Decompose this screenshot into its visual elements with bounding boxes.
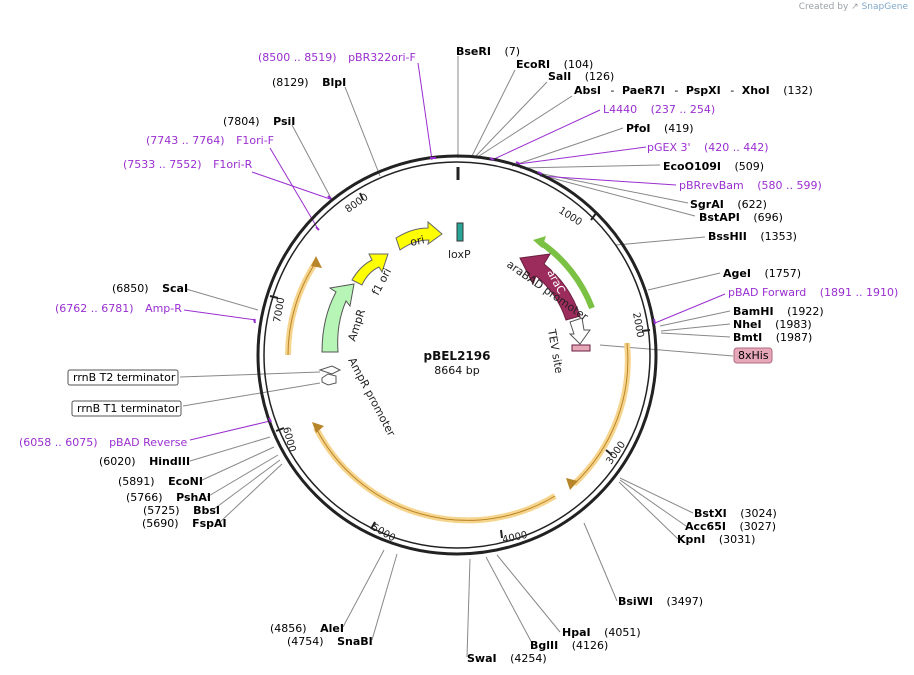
primer-labels: (8500 .. 8519) pBR322ori-F L4440 (237 ..… [19,51,898,449]
enzyme-ecori[interactable]: EcoRI (104) [516,58,593,71]
ampr-arrow [321,283,355,353]
enzyme-bbsi[interactable]: (5725) BbsI [143,504,220,517]
f1-ori-arrow [351,253,389,286]
enzyme-sgrai[interactable]: SgrAI (622) [690,198,767,211]
enzyme-kpni[interactable]: KpnI (3031) [677,533,755,546]
enzyme-labels: BseRI (7) EcoRI (104) SalI (126) AbsI - … [99,45,824,665]
tev-site-mark [571,344,591,352]
tick-label-4000: 4000 [501,530,528,546]
enzyme-blpi[interactable]: (8129) BlpI [272,76,346,89]
enzyme-bsiwi[interactable]: BsiWI (3497) [618,595,703,608]
primer-pbad-forward[interactable]: pBAD Forward (1891 .. 1910) [728,286,898,299]
enzyme-pfoi[interactable]: PfoI (419) [626,122,694,135]
loxp-mark [456,222,464,242]
ampr-label: AmpR [345,307,368,343]
enzyme-bglii[interactable]: BglII (4126) [530,639,608,652]
credit-brand: SnapGene [861,2,908,12]
tick-label-7000: 7000 [272,297,287,324]
ampr-promoter-arrow [321,373,337,386]
primer-pbad-reverse[interactable]: (6058 .. 6075) pBAD Reverse [19,436,188,449]
snapgene-credit: Created by ↗ SnapGene [799,2,908,12]
enzyme-bamhi[interactable]: BamHI (1922) [733,305,824,318]
primer-f1ori-f[interactable]: (7743 .. 7764) F1ori-F [146,134,274,147]
enzyme-absi-group[interactable]: AbsI - PaeR7I - PspXI - XhoI (132) [574,84,813,97]
plasmid-backbone [256,154,658,556]
arac-green-arrowhead [533,236,546,248]
enzyme-swai[interactable]: SwaI (4254) [467,652,547,665]
arac-arrow [519,253,581,321]
rrnb-t2-terminator-label[interactable]: rrnB T2 terminator [73,371,176,384]
primer-l4440[interactable]: L4440 (237 .. 254) [603,103,715,116]
boxed-feature-labels: rrnB T2 terminator rrnB T1 terminator 8x… [67,347,773,417]
snapgene-logo-icon: ↗ [851,2,859,12]
enzyme-ecoo109i[interactable]: EcoO109I (509) [663,160,764,173]
tev-site-label: TEV site [545,327,566,374]
arac-green-highlight [538,239,595,310]
primer-amp-r[interactable]: (6762 .. 6781) Amp-R [55,302,182,315]
enzyme-fspai[interactable]: (5690) FspAI [142,517,227,530]
enzyme-sali[interactable]: SalI (126) [548,70,614,83]
enzyme-bseri[interactable]: BseRI (7) [456,45,520,58]
primer-pbr322ori-f[interactable]: (8500 .. 8519) pBR322ori-F [258,51,416,64]
enzyme-hpai[interactable]: HpaI (4051) [562,626,641,639]
enzyme-nhei[interactable]: NheI (1983) [733,318,812,331]
rrnb-t2-terminator-mark [318,365,342,375]
primer-f1ori-r[interactable]: (7533 .. 7552) F1ori-R [123,158,253,171]
ori-label: ori [409,233,426,249]
primer-pgex-3[interactable]: pGEX 3' (420 .. 442) [647,141,769,154]
enzyme-bmti[interactable]: BmtI (1987) [733,331,812,344]
rrnb-t1-terminator-label[interactable]: rrnB T1 terminator [77,402,180,415]
tick-label-2000: 2000 [630,312,645,339]
credit-prefix: Created by [798,2,849,12]
ruler-ticks [269,192,651,539]
orange-arc-arrowheads [311,256,578,490]
ori-arrow [395,220,443,251]
plasmid-size: 8664 bp [434,364,479,377]
enzyme-hindiii[interactable]: (6020) HindIII [99,455,190,468]
orange-feature-arcs [285,260,631,524]
enzyme-bstapi[interactable]: BstAPI (696) [699,211,783,224]
enzyme-scai[interactable]: (6850) ScaI [112,282,188,295]
enzyme-acc65i[interactable]: Acc65I (3027) [685,520,776,533]
plasmid-name: pBEL2196 [424,349,491,363]
arabad-promoter-arrow [568,317,591,345]
label-leader-lines [179,56,734,658]
rrnb-t2-box [67,369,179,386]
primer-markers [253,157,656,423]
enzyme-alei[interactable]: (4856) AleI [270,622,344,635]
primer-pbrrevbam[interactable]: pBRrevBam (580 .. 599) [679,179,822,192]
rrnb-t1-box [71,400,182,417]
enzyme-psii[interactable]: (7804) PsiI [223,115,295,128]
enzyme-bstxi[interactable]: BstXI (3024) [694,507,777,520]
ampr-promoter-label: AmpR promoter [345,355,398,439]
tick-label-1000: 1000 [556,205,583,228]
his-tag-box [733,347,773,364]
loxp-label: loxP [448,248,471,261]
enzyme-pshai[interactable]: (5766) PshAI [126,491,211,504]
his-tag-label[interactable]: 8xHis [738,349,769,362]
enzyme-snabi[interactable]: (4754) SnaBI [287,635,373,648]
enzyme-econi[interactable]: (5891) EcoNI [118,475,203,488]
enzyme-agei[interactable]: AgeI (1757) [723,267,801,280]
enzyme-bsshii[interactable]: BssHII (1353) [708,230,797,243]
